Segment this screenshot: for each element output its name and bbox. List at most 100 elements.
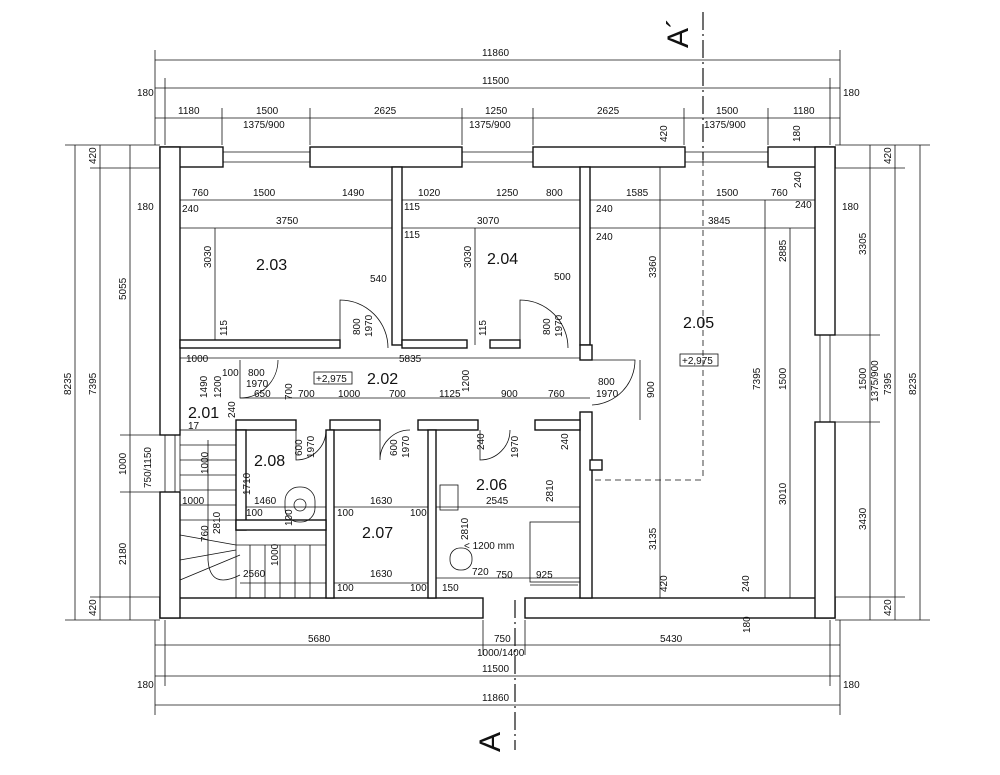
dim-240-f: 240 <box>741 575 752 592</box>
dim-420-d: 420 <box>659 575 670 592</box>
dim-1710: 1710 <box>242 472 253 495</box>
dim-600-b: 600 <box>389 439 400 456</box>
dim-240-b: 240 <box>795 200 812 211</box>
dim-1200mm: < 1200 mm <box>464 541 514 552</box>
dim-1125: 1125 <box>439 389 461 400</box>
dim-left-window: 750/1150 <box>143 447 154 488</box>
dim-left-1000: 1000 <box>118 452 129 475</box>
dim-925: 925 <box>536 570 553 581</box>
dim-100-f: 100 <box>337 583 354 594</box>
dim-top-1180-b: 1180 <box>793 106 815 117</box>
dim-1000-c: 1000 <box>200 451 211 474</box>
dim-1500-c: 1500 <box>778 367 789 390</box>
dim-bottom-5430: 5430 <box>660 634 683 645</box>
dim-top-window-3: 1375/900 <box>704 120 746 131</box>
dim-left-7395: 7395 <box>88 372 99 395</box>
dim-700-b: 700 <box>389 389 406 400</box>
dim-3010: 3010 <box>778 482 789 505</box>
room-label-2-07: 2.07 <box>362 525 393 542</box>
dim-right-420-bottom: 420 <box>883 599 894 616</box>
dim-240-i: 240 <box>560 433 571 450</box>
dim-900-v: 900 <box>646 381 657 398</box>
dim-700-v: 700 <box>284 383 295 400</box>
dim-top-overall: 11860 <box>482 48 510 59</box>
section-label-bottom: A <box>474 732 507 752</box>
dim-3135: 3135 <box>648 527 659 550</box>
dim-door2-1970: 1970 <box>554 314 565 337</box>
dimension-lines <box>65 50 930 715</box>
dim-bottom-180-left: 180 <box>137 680 154 691</box>
dim-top-window-1: 1375/900 <box>243 120 285 131</box>
left-dimensions: 8235 7395 5055 1000 750/1150 2180 420 42… <box>63 147 154 616</box>
room-label-2-04: 2.04 <box>487 251 518 268</box>
dim-100-a: 100 <box>222 368 239 379</box>
interior-walls <box>179 166 603 599</box>
dim-3030-a: 3030 <box>203 245 214 268</box>
dim-100-g: 100 <box>410 583 427 594</box>
dim-760-a: 760 <box>192 188 209 199</box>
dim-600-a: 600 <box>294 439 305 456</box>
dim-1020: 1020 <box>418 188 441 199</box>
dim-top-1180-a: 1180 <box>178 106 200 117</box>
dim-1585: 1585 <box>626 188 649 199</box>
dim-900-a: 900 <box>501 389 518 400</box>
dim-2885: 2885 <box>778 239 789 262</box>
dim-top-window-2: 1375/900 <box>469 120 511 131</box>
dim-left-420-top: 420 <box>88 147 99 164</box>
dim-1460: 1460 <box>254 496 277 507</box>
interior-dimensions: 760 1500 1490 1020 1250 800 1585 1500 76… <box>182 125 812 633</box>
dim-240-a: 240 <box>182 204 199 215</box>
dim-left-420-bottom: 420 <box>88 599 99 616</box>
dim-left-180: 180 <box>137 202 154 213</box>
dim-1630-a: 1630 <box>370 496 393 507</box>
dim-540: 540 <box>370 274 387 285</box>
dim-2560: 2560 <box>243 569 266 580</box>
dim-180-a: 180 <box>792 125 803 142</box>
dim-left-2180: 2180 <box>118 542 129 565</box>
dim-3845: 3845 <box>708 216 731 227</box>
dim-100-b: 100 <box>246 508 263 519</box>
doors <box>239 299 636 461</box>
level-hall: +2,975 <box>316 374 347 385</box>
dim-1250: 1250 <box>496 188 519 199</box>
dim-door1-1970: 1970 <box>364 314 375 337</box>
dim-bottom-door: 1000/1400 <box>477 648 525 659</box>
level-room-2-05: +2,975 <box>682 356 713 367</box>
dim-2810-a: 2810 <box>212 511 223 534</box>
dim-left-5055: 5055 <box>118 277 129 300</box>
dim-1970-c: 1970 <box>306 435 317 458</box>
dim-100-d: 100 <box>337 508 354 519</box>
room-label-2-02: 2.02 <box>367 371 398 388</box>
dim-top-180-left: 180 <box>137 88 154 99</box>
dim-top-inner: 11500 <box>482 76 510 87</box>
dim-bottom-180-right: 180 <box>843 680 860 691</box>
sanitary-fixtures <box>284 484 581 586</box>
dim-720: 720 <box>472 567 489 578</box>
dim-240-g: 240 <box>793 171 804 188</box>
dim-top-1500-b: 1500 <box>716 106 739 117</box>
dim-760-c: 760 <box>548 389 565 400</box>
dim-1970-e: 1970 <box>510 435 521 458</box>
dim-right-1500: 1500 <box>858 367 869 390</box>
dim-top-2625-b: 2625 <box>597 106 620 117</box>
dim-2810-b: 2810 <box>545 479 556 502</box>
dim-800-b: 800 <box>248 368 265 379</box>
dim-800-c: 800 <box>598 377 615 388</box>
dim-door2-800: 800 <box>542 318 553 335</box>
dim-1000-e: 1000 <box>182 496 205 507</box>
dim-1200-a: 1200 <box>461 369 472 392</box>
dim-1970-b: 1970 <box>596 389 619 400</box>
dim-760-d: 760 <box>200 525 211 542</box>
dim-180-b: 180 <box>742 616 753 633</box>
room-label-2-05: 2.05 <box>683 315 714 332</box>
dim-2545: 2545 <box>486 496 509 507</box>
dim-top-1500-a: 1500 <box>256 106 279 117</box>
dim-760-b: 760 <box>771 188 788 199</box>
dim-5835: 5835 <box>399 354 422 365</box>
dim-115-c: 115 <box>219 320 230 336</box>
dim-top-2625-a: 2625 <box>374 106 397 117</box>
dim-right-8235: 8235 <box>908 372 919 395</box>
section-lines <box>514 12 704 750</box>
room-label-2-03: 2.03 <box>256 257 287 274</box>
room-label-2-01: 2.01 <box>188 405 219 422</box>
